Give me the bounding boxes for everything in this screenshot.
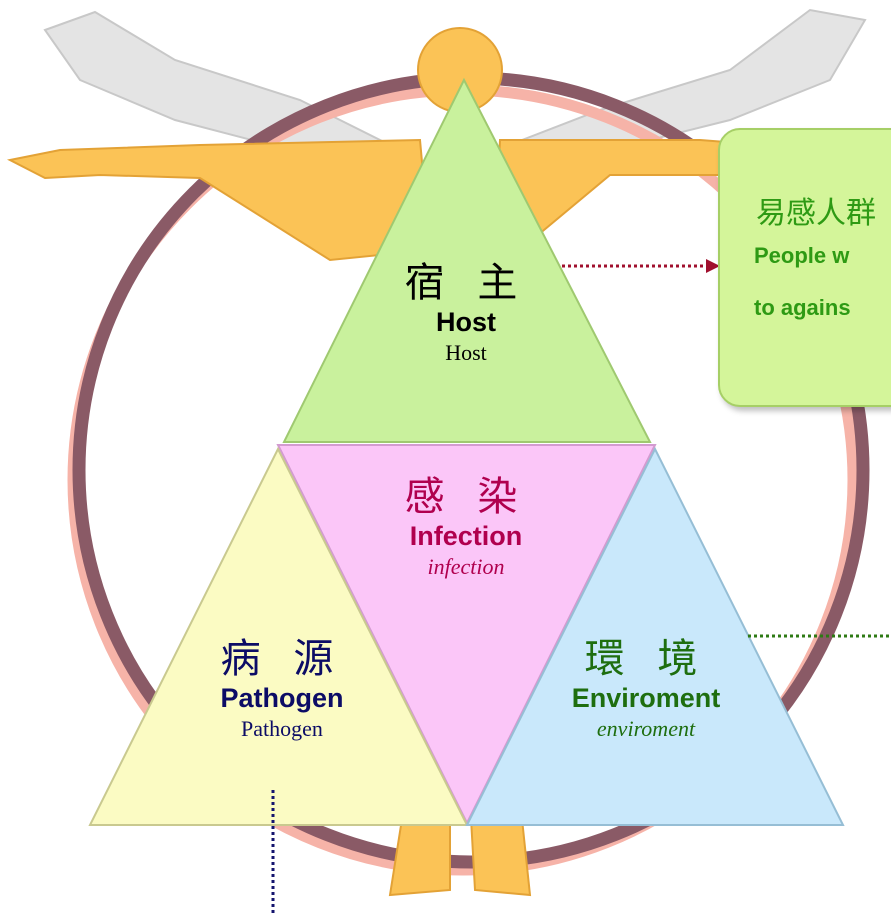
host-en: Host <box>356 306 576 338</box>
environment-label: 環 境 Enviroment enviroment <box>536 636 756 744</box>
infection-cjk: 感 染 <box>356 474 576 520</box>
pathogen-label: 病 源 Pathogen Pathogen <box>172 636 392 744</box>
pathogen-en: Pathogen <box>172 682 392 714</box>
host-label: 宿 主 Host Host <box>356 260 576 368</box>
callout-line-2: to agains <box>754 295 851 321</box>
callout-cjk-text: 易感人群 <box>756 188 876 232</box>
infection-en: Infection <box>356 520 576 552</box>
host-sub: Host <box>356 338 576 368</box>
callout-line-1: People w <box>754 243 849 269</box>
environment-cjk: 環 境 <box>536 636 756 682</box>
environment-sub: enviroment <box>536 714 756 744</box>
pathogen-cjk: 病 源 <box>172 636 392 682</box>
environment-en: Enviroment <box>536 682 756 714</box>
pathogen-sub: Pathogen <box>172 714 392 744</box>
host-cjk: 宿 主 <box>356 260 576 306</box>
infection-label: 感 染 Infection infection <box>356 474 576 582</box>
host-callout-box: 易感人群 People w to agains <box>718 128 891 407</box>
infection-sub: infection <box>356 552 576 582</box>
